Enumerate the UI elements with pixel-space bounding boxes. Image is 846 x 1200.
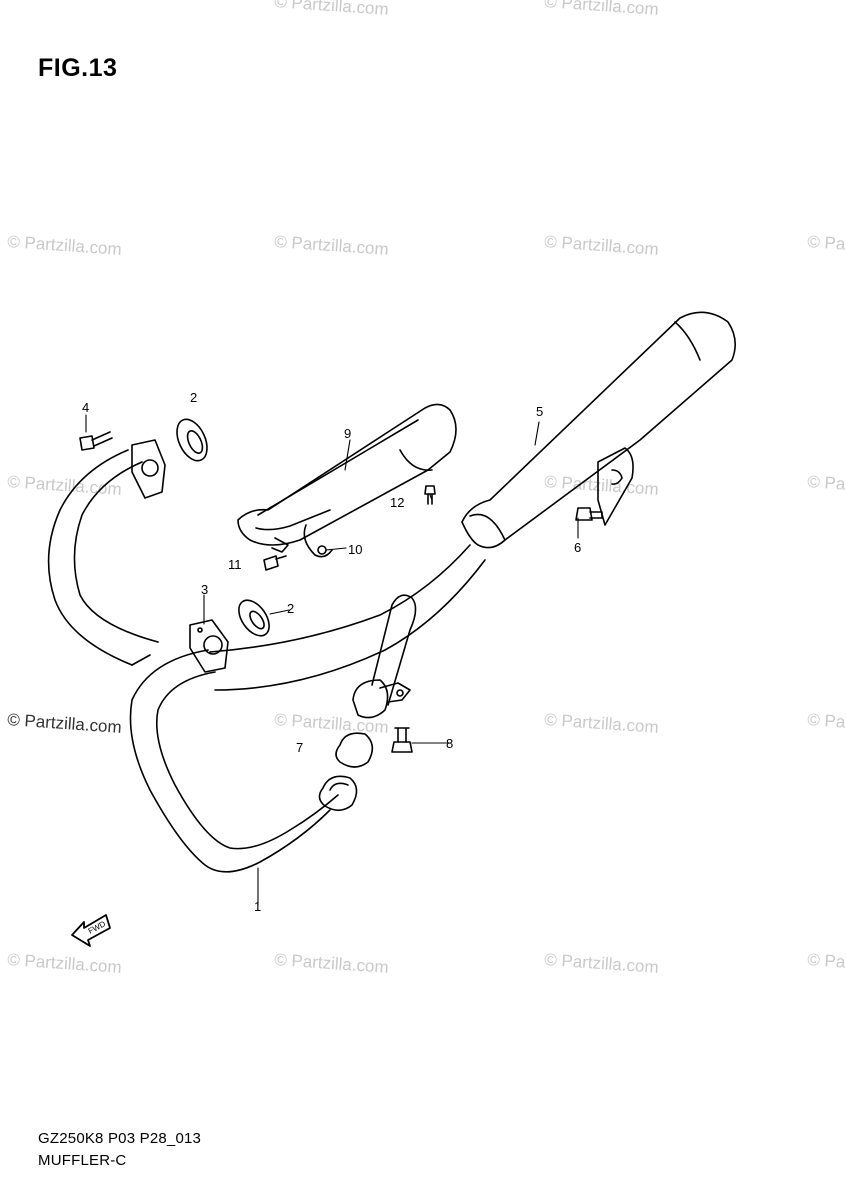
callout-9: 9: [344, 426, 351, 441]
muffler: [461, 311, 736, 549]
exhaust-flange-3: [189, 619, 229, 673]
callout-10: 10: [348, 542, 362, 557]
bolt-6: [575, 507, 603, 521]
callout-7: 7: [296, 740, 303, 755]
callout-11: 11: [228, 557, 242, 572]
exhaust-pipe-front: [129, 544, 486, 873]
clamp: [379, 682, 411, 703]
callout-5: 5: [536, 404, 543, 419]
gasket-2b: [238, 599, 270, 637]
callout-8: 8: [446, 736, 453, 751]
fwd-arrow-icon: FWD: [71, 914, 111, 947]
fwd-arrow-label: FWD: [87, 919, 108, 936]
heat-shield-clamp: [271, 524, 333, 558]
callout-2: 2: [190, 390, 197, 405]
callout-12: 12: [390, 495, 404, 510]
connecting-pipe: [318, 594, 417, 812]
stud-bolt-4: [79, 431, 113, 451]
exhaust-pipe-rear: [47, 449, 159, 666]
diagram-section-name: MUFFLER-C: [38, 1152, 127, 1169]
leader-lines: [85, 414, 579, 906]
callout-1: 1: [254, 899, 261, 914]
screw-11: [263, 555, 287, 571]
callout-4: 4: [82, 400, 89, 415]
figure-title: FIG.13: [38, 54, 118, 82]
exhaust-flange-upper: [131, 439, 166, 499]
bolt-8: [391, 727, 413, 753]
callout-6: 6: [574, 540, 581, 555]
gasket-2a: [176, 418, 208, 462]
callout-3: 3: [201, 582, 208, 597]
callout-2: 2: [287, 601, 294, 616]
heat-shield: [237, 403, 457, 546]
diagram-code: GZ250K8 P03 P28_013: [38, 1130, 202, 1147]
